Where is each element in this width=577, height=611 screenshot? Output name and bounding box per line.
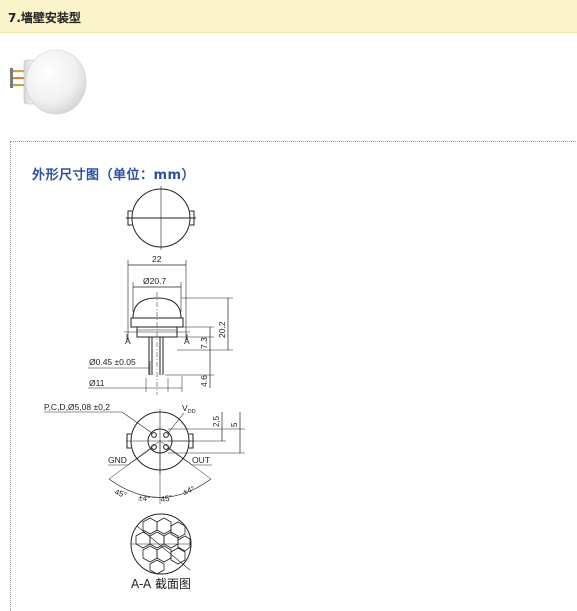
- product-photo: [10, 49, 87, 115]
- dim-5: 5: [230, 422, 239, 427]
- dim-11: Ø11: [89, 378, 105, 388]
- dim-20-2: 20.2: [217, 321, 227, 338]
- dim-22: 22: [152, 254, 162, 264]
- tol-4-left: ±4°: [138, 493, 151, 504]
- section-title: 7.墙壁安装型: [8, 11, 81, 25]
- section-caption: A-A 截面图: [131, 577, 191, 591]
- label-gnd: GND: [108, 455, 127, 465]
- dimension-drawing: 22 Ø20.7 20.2 7.3 4.6 A A Ø0.45 ±0.05 Ø1…: [44, 186, 245, 591]
- spec-box: [10, 141, 577, 611]
- dim-7-3: 7.3: [199, 337, 209, 349]
- section-mark-a-left: A: [125, 336, 131, 346]
- dim-20-7: Ø20.7: [143, 276, 166, 286]
- spec-title: 外形尺寸图（单位：mm）: [32, 168, 196, 183]
- dim-4-6: 4.6: [199, 375, 209, 387]
- section-mark-a-right: A: [184, 336, 190, 346]
- side-view: [88, 260, 233, 395]
- label-out: OUT: [192, 455, 210, 465]
- tol-4-right: ±4°: [182, 484, 196, 497]
- label-vdd: VDD: [182, 403, 196, 415]
- dim-pin-diameter: Ø0.45 ±0.05: [89, 357, 136, 367]
- angle-45-right: 45°: [160, 493, 173, 504]
- section-view: [130, 513, 192, 575]
- section-header: 7.墙壁安装型: [0, 0, 577, 33]
- bottom-view: [44, 409, 245, 504]
- dim-pcd: P,C,D,Ø5,08 ±0,2: [44, 402, 110, 412]
- top-view: [126, 186, 196, 250]
- angle-45-left: 45°: [113, 487, 127, 500]
- dim-2-5: 2,5: [212, 415, 221, 427]
